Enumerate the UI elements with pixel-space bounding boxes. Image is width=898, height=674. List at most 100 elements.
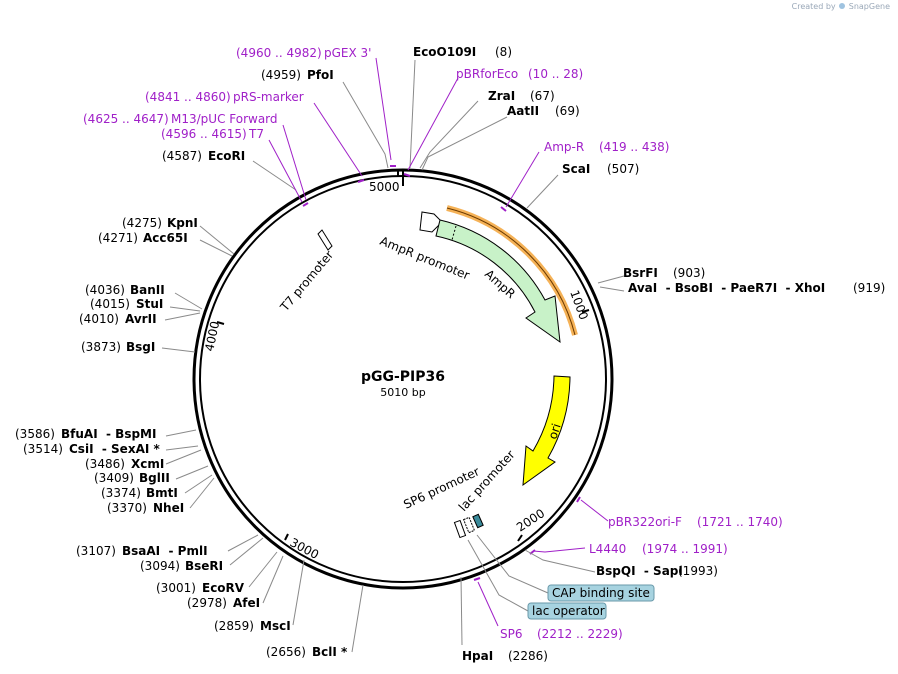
bsrfi-pos: (903) [673,266,705,280]
bseri-name: BseRI [185,559,223,573]
plasmid-name: pGG-PIP36 [361,369,445,385]
lac-operator-box [472,513,484,529]
pbr322ori-range: (1721 .. 1740) [697,515,783,529]
t7-promoter-label: T7 promoter [277,248,336,315]
enzyme-leaders [161,59,625,653]
pbrforeco-range: (10 .. 28) [528,67,583,81]
bglii-name: BglII [139,471,170,485]
scai-name: ScaI [562,162,590,176]
nhei-name: NheI [153,501,184,515]
nhei-pos: (3370) [107,501,147,515]
lac-operator-bg [527,602,607,620]
bsgi-name: BsgI [126,340,155,354]
csii-pos: (3514) [23,442,63,456]
ampr-highlight-line [446,207,576,336]
credit-prefix: Created by [791,2,836,11]
m13-range: (4625 .. 4647) [83,112,169,126]
l4440-range: (1974 .. 1991) [642,542,728,556]
scai-pos: (507) [607,162,639,176]
avrii-name: AvrII [125,312,157,326]
bsrfi-name: BsrFI [623,266,658,280]
kpni-pos: (4275) [122,216,162,230]
t7-range: (4596 .. 4615) [161,127,247,141]
cap-binding-site-bg [547,584,655,602]
bspqi-pos: (1993) [678,564,718,578]
ecoo109i-name: EcoO109I [413,45,476,59]
pbrforeco-name: pBRforEco [456,67,518,81]
credit-brand: SnapGene [848,2,890,11]
l4440-name: L4440 [589,542,626,556]
ampr-gene-divider [451,225,457,241]
sp6-promoter-box [453,519,467,539]
primer-mark-m13 [302,202,309,207]
t7-promoter-arrow [317,229,333,251]
ecori-pos: (4587) [162,149,202,163]
primer-leaders [268,57,609,627]
tick-2000-mark [517,534,523,542]
aatii-name: AatII [507,104,539,118]
tick-2000: 2000 [514,506,547,534]
avrii-pos: (4010) [79,312,119,326]
pfoi-name: PfoI [307,68,334,82]
hpai-pos: (2286) [508,649,548,663]
cap-binding-site-label: CAP binding site [552,586,650,600]
bspqi-name: BspQI - SapI [596,564,683,578]
primer-labels: (4960 .. 4982) pGEX 3' pBRforEco (10 .. … [83,46,783,641]
stui-name: StuI [136,297,163,311]
ori-label: ori [546,422,564,441]
pgex3-range: (4960 .. 4982) [236,46,322,60]
sp6-primer-name: SP6 [500,627,523,641]
lac-operator-box: lac operator [527,602,607,620]
bsaai-pos: (3107) [76,544,116,558]
bglii-pos: (3409) [94,471,134,485]
bsaai-name: BsaAI - PmlI [122,544,208,558]
afei-name: AfeI [233,596,260,610]
snapgene-logo-icon [839,3,846,9]
ecori-name: EcoRI [208,149,245,163]
ava-group-name: AvaI - BsoBI - PaeR7I - XhoI [628,281,825,295]
ori-arrow [522,375,571,487]
msci-pos: (2859) [214,619,254,633]
ampr-primer-range: (419 .. 438) [599,140,669,154]
sp6-primer-range: (2212 .. 2229) [537,627,623,641]
stui-pos: (4015) [90,297,130,311]
plasmid-size: 5010 bp [380,386,425,399]
lac-operator-label: lac operator [532,604,605,618]
banii-name: BanII [130,283,165,297]
bcli-pos: (2656) [266,645,306,659]
csii-name: CsiI - SexAI * [69,442,160,456]
tick-5000: 5000 [369,180,400,194]
bfuai-name: BfuAI - BspMI [61,427,156,441]
prs-name: pRS-marker [233,90,304,104]
zrai-name: ZraI [488,89,515,103]
bsgi-pos: (3873) [81,340,121,354]
banii-pos: (4036) [85,283,125,297]
tick-4000: 4000 [202,320,222,353]
snapgene-credit: Created by SnapGene [792,2,890,11]
ecorv-pos: (3001) [156,581,196,595]
cap-binding-site-box: CAP binding site [547,584,655,602]
t7-name: T7 [248,127,264,141]
ava-group-pos: (919) [853,281,885,295]
bfuai-pos: (3586) [15,427,55,441]
ecorv-name: EcoRV [202,581,245,595]
ampr-promoter-arrow [419,211,443,233]
bcli-name: BclI * [312,645,348,659]
xcmi-name: XcmI [131,457,164,471]
zrai-pos: (67) [530,89,555,103]
msci-name: MscI [260,619,291,633]
aatii-pos: (69) [555,104,580,118]
kpni-name: KpnI [167,216,198,230]
primer-mark-pbr322ori [576,496,581,503]
primer-mark-ampr [500,206,507,212]
bmti-pos: (3374) [101,486,141,500]
bmti-name: BmtI [146,486,178,500]
primer-mark-prs [357,179,365,183]
acc65i-pos: (4271) [98,231,138,245]
m13-name: M13/pUC Forward [171,112,278,126]
acc65i-name: Acc65I [143,231,188,245]
pfoi-pos: (4959) [261,68,301,82]
tick-1000-mark [581,309,590,313]
ampr-gene-arrow [435,219,561,344]
